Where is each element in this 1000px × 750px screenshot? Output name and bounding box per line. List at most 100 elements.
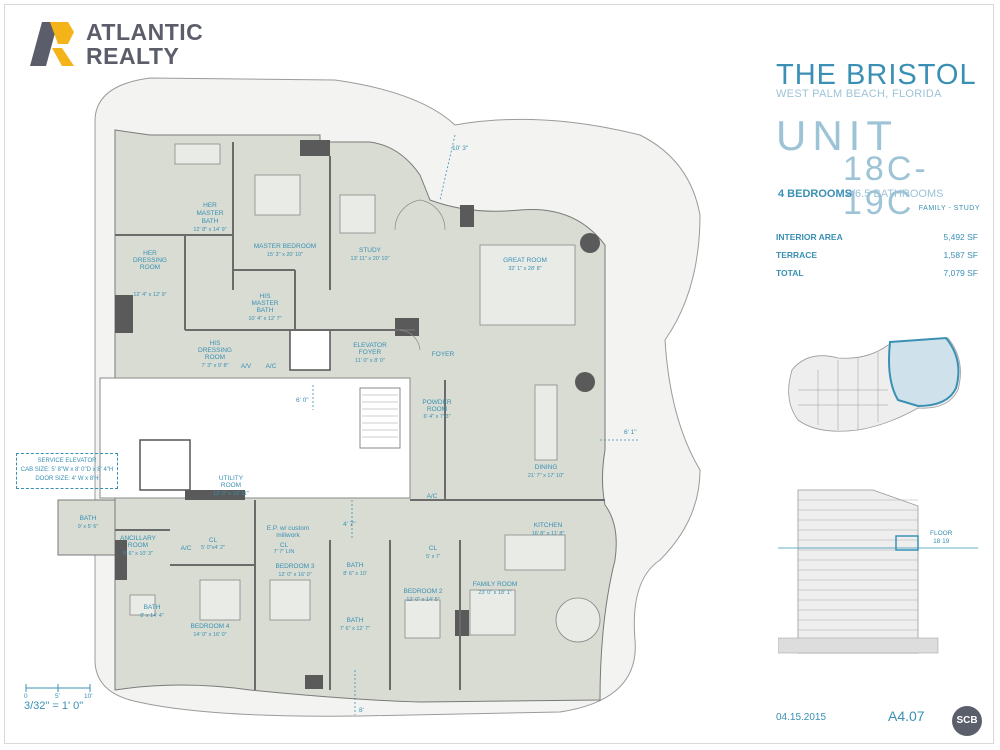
great-room-label: GREAT ROOM [503,257,547,264]
service-elevator-cab: CAB SIZE: 5' 8"W x 8' 0"D x 8' 4"H [20,467,114,473]
page-frame [4,4,994,744]
his-dressing-label-3: ROOM [205,354,225,361]
master-bedroom-label: MASTER BEDROOM [254,243,316,250]
her-dressing-label-3: ROOM [140,264,160,271]
bedroom3-label: BEDROOM 3 [275,563,314,570]
service-elevator-shaft [139,439,191,491]
brand-line-1: ATLANTIC [86,19,204,45]
kitchen-size: 16' 8" x 11' 8" [532,531,565,537]
stair-treads [362,394,398,438]
her-bath-label-3: BATH [202,218,219,225]
his-bath-label-2: MASTER [251,300,278,307]
dimension-4: 6' 1" [624,429,637,436]
area-table: INTERIOR AREA 5,492 SF TERRACE 1,587 SF … [776,232,978,286]
dining-size: 21' 7" x 17' 10" [528,473,564,479]
av-label: A/V [241,363,252,370]
scale-tick-10: 10' [84,693,92,700]
key-plan-highlight [888,336,960,408]
service-elevator-title: SERVICE ELEVATOR [37,458,97,464]
scale-bar: 0 5' 10' [24,684,92,700]
unit-number: 18C-19C [843,150,929,222]
bath3-size: 8' 6" x 10' [343,571,367,577]
brand-line-2: REALTY [86,43,180,69]
bath2-size: 7' 6" x 12' 7" [340,626,370,632]
closet-c-label: CL [429,545,438,552]
key-plan [788,336,961,432]
bedroom3-size: 12' 0" x 16' 0" [278,572,311,578]
door-swings [394,199,446,351]
scale-tick-0: 0 [24,693,28,700]
area-value: 1,587 SF [943,250,979,260]
dimension-lines [312,134,640,715]
ancillary-size: 8' 6" x 10' 3" [123,551,153,557]
closet-a-size: 5' 0"x4' 2" [201,545,225,551]
furniture [129,143,601,643]
area-value: 5,492 SF [943,232,979,242]
area-value: 7,079 SF [943,268,979,278]
closet-b-size: 7' 7" LIN [274,549,295,555]
powder-label-1: POWDER [422,399,452,406]
service-elevator-door: DOOR SIZE: 4' W x 8'H [35,476,99,482]
his-dressing-label-2: DRESSING [198,347,232,354]
his-bath-label-3: BATH [257,307,274,314]
ac-label-1: A/C [266,363,277,370]
kitchen-label: KITCHEN [534,522,563,529]
floor-highlight [895,535,919,551]
her-bath-size: 12' 8" x 14' 9" [193,227,226,233]
study-label: STUDY [359,247,382,254]
bath2-label: BATH [347,617,364,624]
her-bath-label-2: MASTER [196,210,223,217]
floor-label: FLOOR 18 19 [930,530,952,546]
unit-bedrooms: 4 BEDROOMS [778,188,852,200]
scale-tick-5: 5' [55,693,60,700]
unit-word: UNIT [776,112,898,159]
ep-label-1: E.P. w/ custom [267,525,310,532]
utility-label-1: UTILITY [219,475,244,482]
scb-badge: SCB [952,706,982,736]
unit-bathrooms: /6.5 BATHROOMS [851,188,944,200]
ac-label-2: A/C [427,493,438,500]
area-label: TERRACE [776,250,818,260]
floor-plan: HER MASTER BATH 12' 8" x 14' 9" MASTER B… [24,77,701,717]
dimension-2: 6' 0" [296,397,309,404]
her-bath-label-1: HER [203,202,217,209]
her-dressing-label-2: DRESSING [133,257,167,264]
his-bath-size: 10' 4" x 12' 7" [248,316,281,322]
project-title-block: THE BRISTOL WEST PALM BEACH, FLORIDA [776,60,977,100]
service-elevator-note: SERVICE ELEVATOR CAB SIZE: 5' 8"W x 8' 0… [16,453,118,489]
sheet-number: A4.07 [888,708,925,724]
project-name: THE BRISTOL [776,59,977,91]
sheet-date: 04.15.2015 [776,712,827,723]
dimension-1: 10' 3" [452,145,469,152]
utility-size: 12' 0" x 10' 11" [213,491,249,497]
utility-label-2: ROOM [221,482,241,489]
dimension-3: 4' 7" [343,521,356,528]
bath4-size: 8' x 14' 4" [140,613,164,619]
master-bedroom-size: 15' 3" x 20' 10" [267,252,303,258]
closet-a-label: CL [209,537,218,544]
dining-label: DINING [535,464,558,471]
powder-label-2: ROOM [427,406,447,413]
ancillary-label-2: ROOM [128,542,148,549]
ac-label-3: A/C [181,545,192,552]
his-dressing-label-1: HIS [210,340,222,347]
closet-b-label: CL [280,542,289,549]
elevator-foyer-label-2: FOYER [359,349,382,356]
atlantic-realty-logo[interactable]: ATLANTIC REALTY [28,18,218,70]
bedroom2-size: 12' 0" x 14' 5" [406,597,439,603]
floor-label-2: 18 19 [933,538,950,545]
dimension-5: 8' [359,707,364,714]
interior-walls [115,142,605,690]
his-bath-label-1: HIS [260,293,272,300]
unit-extra: FAMILY - STUDY [918,205,980,212]
bath-small-label: BATH [80,515,97,522]
elevator-foyer-size: 11' 0" x 8' 0" [355,358,385,364]
ancillary-label-1: ANCILLARY [120,535,157,542]
building-elevation [778,489,978,654]
foyer-label: FOYER [432,351,455,358]
area-label: TOTAL [776,268,804,278]
family-room-size: 23' 0" x 18' 1" [478,590,511,596]
bedroom4-label: BEDROOM 4 [190,623,229,630]
room-labels: HER MASTER BATH 12' 8" x 14' 9" MASTER B… [78,202,565,638]
scale-ratio: 3/32" = 1' 0" [24,700,84,712]
